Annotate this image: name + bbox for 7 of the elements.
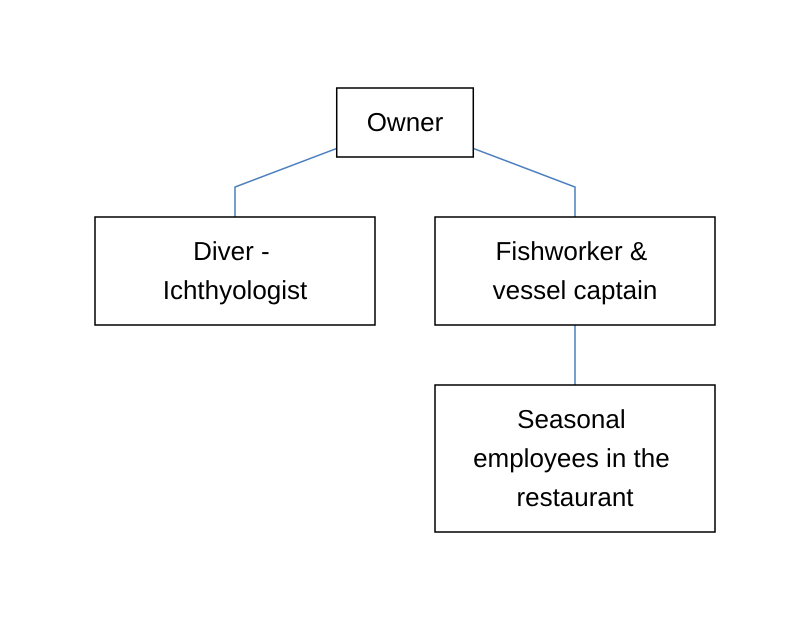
node-box: Owner (335, 86, 474, 158)
node-box: Fishworker & vessel captain (434, 216, 716, 326)
connector (472, 147, 576, 216)
node-box: Diver - Ichthyologist (94, 216, 376, 326)
connector (234, 147, 336, 216)
node-box: Seasonal employees in the restaurant (434, 384, 716, 532)
connector (574, 324, 576, 384)
